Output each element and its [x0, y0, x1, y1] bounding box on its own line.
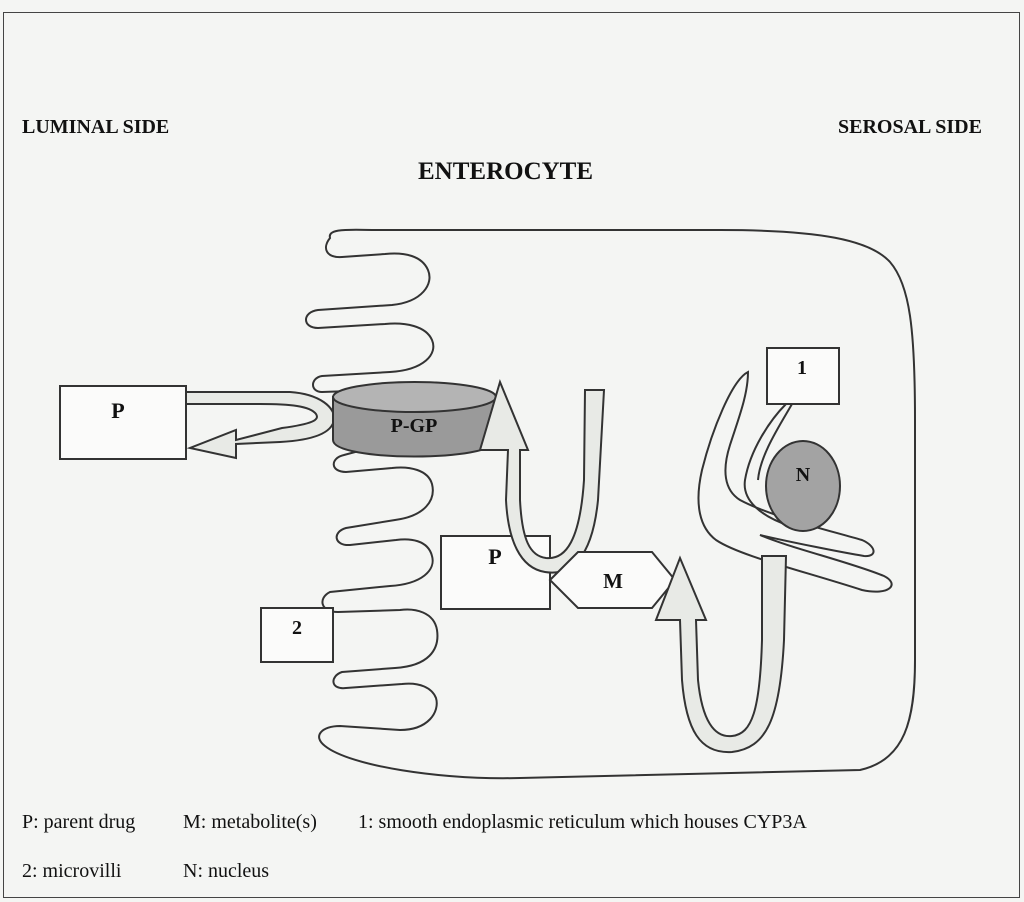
legend-parent-drug: P: parent drug	[22, 811, 178, 834]
parent-drug-inside-label: P	[488, 544, 501, 569]
metabolite-label: M	[603, 569, 623, 593]
microvilli-label: 2	[292, 617, 302, 639]
nucleus-label: N	[796, 464, 811, 486]
legend-ser: 1: smooth endoplasmic reticulum which ho…	[358, 811, 807, 834]
pgp-top	[333, 382, 496, 412]
legend-row-2: 2: microvilli N: nucleus	[22, 860, 269, 883]
ser-label: 1	[797, 357, 807, 379]
parent-drug-outside-label: P	[111, 398, 124, 423]
legend-metabolite: M: metabolite(s)	[183, 811, 353, 834]
nucleus	[766, 441, 840, 531]
legend-microvilli: 2: microvilli	[22, 860, 178, 883]
pgp-label: P-GP	[391, 415, 438, 437]
legend-row-1: P: parent drug M: metabolite(s) 1: smoot…	[22, 811, 807, 834]
metabolite-transport-arrow	[656, 556, 786, 752]
efflux-arrow	[186, 392, 334, 458]
legend-nucleus: N: nucleus	[183, 860, 269, 883]
